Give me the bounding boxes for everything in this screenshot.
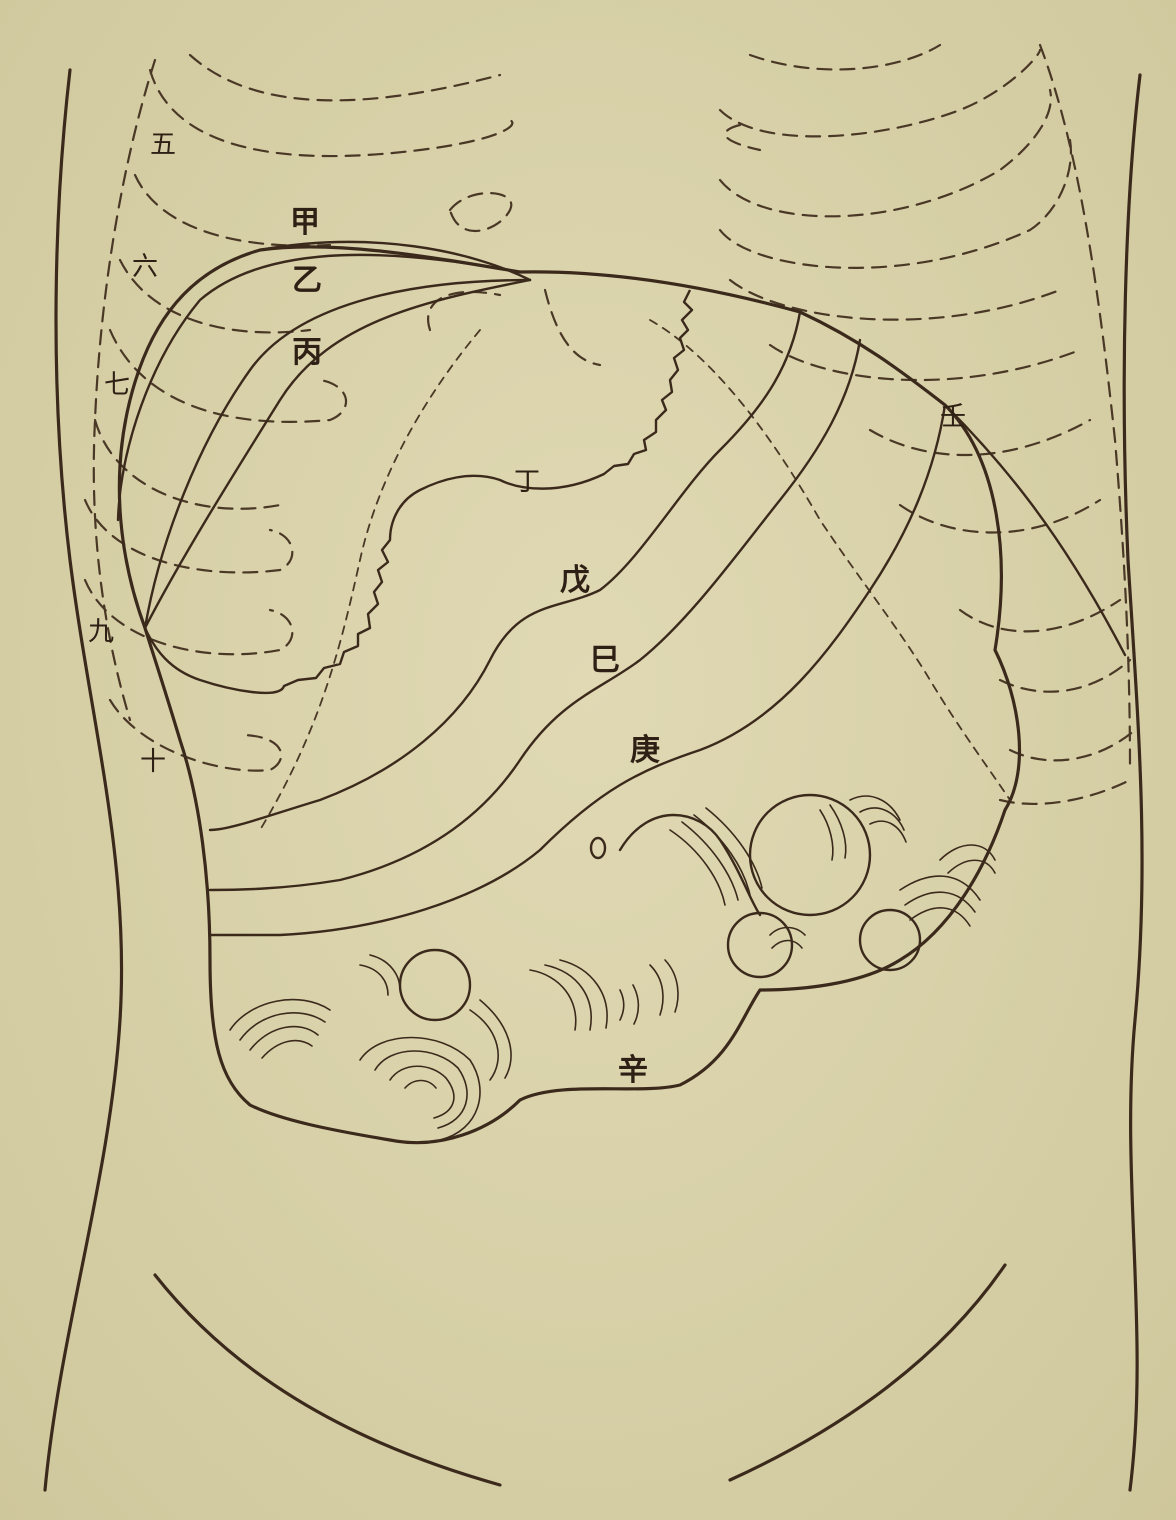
rib-label-5: 五: [150, 130, 176, 160]
curve-wu: [210, 312, 800, 830]
label-geng: 庚: [630, 733, 660, 768]
label-jia: 甲: [290, 205, 320, 240]
label-ding: 丁: [514, 467, 540, 497]
curve-bing: [145, 280, 530, 628]
left-ribs: [85, 55, 600, 771]
label-ren: 壬: [940, 402, 966, 432]
label-wu: 戊: [560, 563, 590, 598]
rib-label-6: 六: [132, 252, 158, 282]
rib-label-9: 九: [88, 617, 114, 647]
right-ribs: [720, 45, 1135, 804]
dashed-organ-boundary: [650, 320, 1010, 800]
label-yi: 乙: [292, 263, 322, 298]
pelvic-curve-right: [730, 1265, 1005, 1480]
rib-label-10: 十: [140, 747, 166, 777]
label-xin: 辛: [618, 1053, 648, 1088]
dashed-organ-boundary-2: [260, 330, 480, 830]
curve-ding-wavy: [145, 290, 692, 693]
curve-yi: [145, 280, 530, 628]
torso-right-outline: [1124, 75, 1142, 1490]
pelvic-curve-left: [155, 1275, 500, 1485]
label-bing: 丙: [292, 335, 322, 370]
torso-left-outline: [45, 70, 122, 1490]
label-ji: 巳: [590, 643, 620, 678]
rib-label-7: 七: [104, 370, 130, 400]
